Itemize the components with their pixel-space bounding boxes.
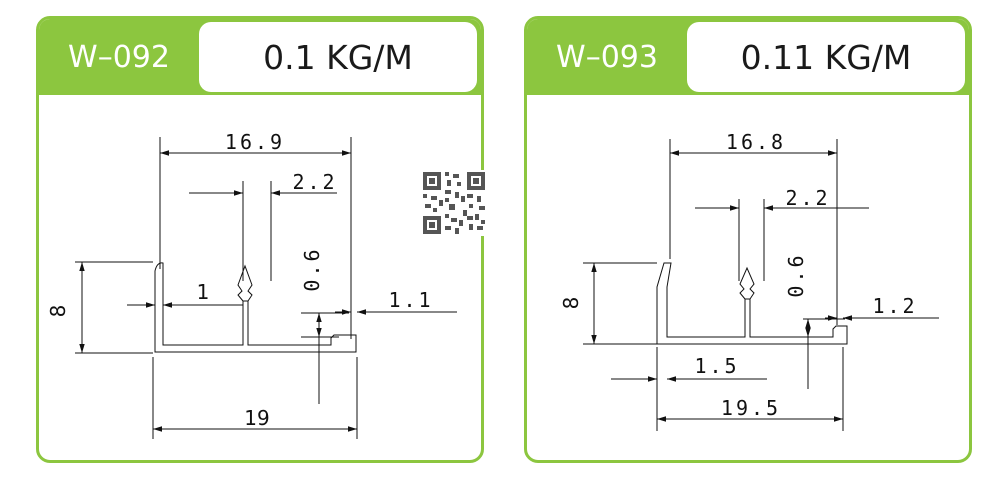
- dim-total-width: 19.5: [721, 396, 781, 420]
- qr-code-icon: [421, 170, 487, 236]
- dim-total-width: 19: [244, 406, 269, 430]
- dim-wall: 0.6: [784, 252, 808, 297]
- dim-top-width: 16.9: [225, 130, 285, 154]
- dim-top-width: 16.8: [726, 130, 786, 154]
- profile-card-w092: W–092 0.1 KG/M: [36, 16, 484, 463]
- profile-weight: 0.1 KG/M: [199, 22, 477, 92]
- profile-outline: [154, 262, 357, 353]
- profile-code: W–093: [556, 39, 658, 75]
- profile-drawing: 16.8 2.2 8 1.5 0.6 1.2 19.5: [559, 130, 939, 431]
- profile-weight: 0.11 KG/M: [687, 22, 965, 92]
- dim-wall: 0.6: [300, 246, 324, 291]
- profile-outline: [656, 262, 848, 345]
- dim-edge: 1.2: [872, 294, 917, 318]
- dim-stem-width: 2.2: [785, 186, 830, 210]
- dim-lip: 1: [197, 280, 210, 304]
- profile-stem: [739, 266, 755, 300]
- profile-drawing: 16.9 2.2 8 1 0.6 1.1 19: [46, 130, 457, 439]
- dim-height: 8: [559, 297, 583, 310]
- dim-lip: 1.5: [694, 354, 739, 378]
- profile-stem: [237, 264, 253, 302]
- dim-height: 8: [46, 305, 70, 318]
- profile-card-w093: W–093 0.11 KG/M: [524, 16, 972, 463]
- card-header: W–092 0.1 KG/M: [39, 19, 481, 95]
- dim-edge: 1.1: [388, 288, 433, 312]
- dim-stem-width: 2.2: [292, 170, 337, 194]
- card-header: W–093 0.11 KG/M: [527, 19, 969, 95]
- profile-code: W–092: [68, 39, 170, 75]
